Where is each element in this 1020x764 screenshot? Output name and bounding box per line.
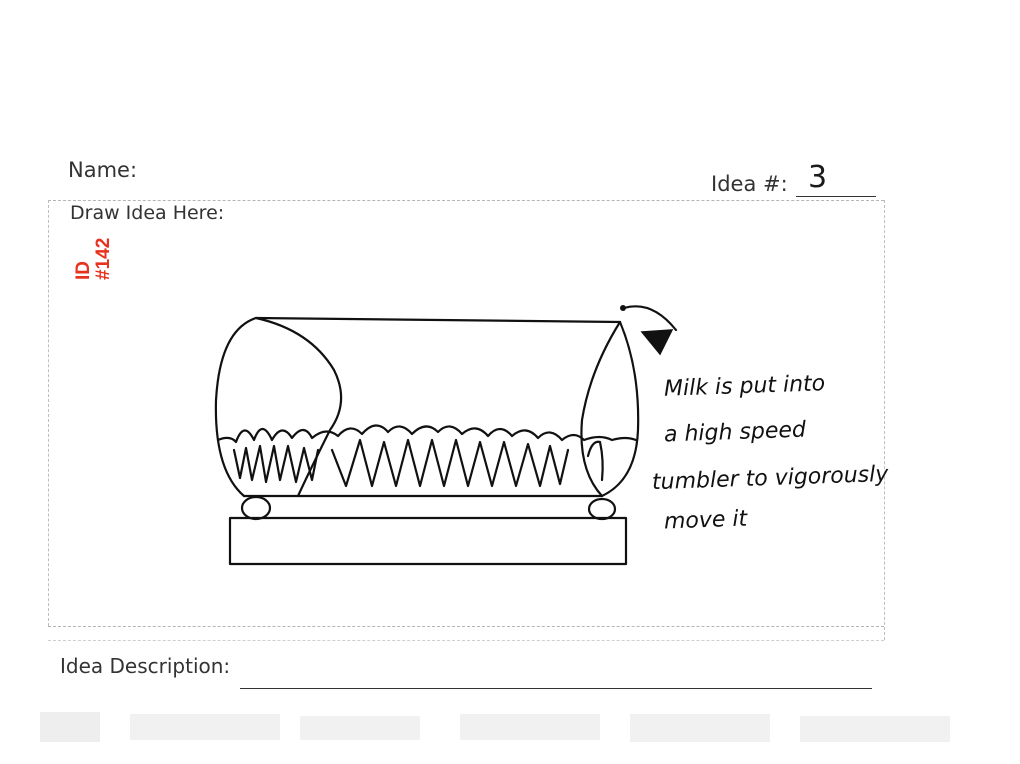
- idea-description-label: Idea Description:: [60, 654, 230, 678]
- cylinder-top-edge: [256, 318, 620, 322]
- id-stamp-line1: ID: [74, 238, 94, 280]
- cylinder-right-outer: [602, 322, 638, 496]
- left-roller: [242, 497, 270, 519]
- right-roller: [589, 499, 615, 519]
- milk-agitation-left: [234, 446, 318, 482]
- note-line-2: a high speed: [664, 418, 807, 448]
- arrow-head: [642, 330, 672, 354]
- draw-idea-label: Draw Idea Here:: [70, 202, 224, 224]
- drawing-box-bottom-border: [48, 626, 884, 627]
- id-stamp-line2: #142: [94, 238, 114, 280]
- arrow-shaft: [624, 306, 676, 330]
- milk-agitation-right: [588, 442, 603, 480]
- drawing-box-top-border: [48, 200, 884, 201]
- milk-agitation-middle: [332, 440, 568, 486]
- drawing-box-bottom-border-secondary: [48, 640, 884, 641]
- idea-number-underline: [796, 196, 876, 197]
- drawing-box-left-border: [48, 200, 49, 626]
- id-stamp: ID #142: [74, 238, 114, 280]
- milk-surface: [218, 425, 636, 442]
- cylinder-right-inner: [581, 322, 620, 496]
- arrow-start-dot: [620, 305, 626, 311]
- idea-number-value: 3: [808, 160, 827, 195]
- tumbler-sketch: [200, 290, 680, 580]
- note-line-4: move it: [664, 507, 748, 535]
- idea-description-underline: [240, 688, 872, 689]
- tumbler-base: [230, 518, 626, 564]
- note-line-3: tumbler to vigorously: [652, 462, 889, 495]
- idea-number-label: Idea #:: [711, 172, 788, 196]
- note-line-1: Milk is put into: [664, 371, 826, 402]
- name-label: Name:: [68, 158, 137, 182]
- scan-bleed-through: [0, 700, 1020, 764]
- drawing-box-right-border: [884, 200, 885, 640]
